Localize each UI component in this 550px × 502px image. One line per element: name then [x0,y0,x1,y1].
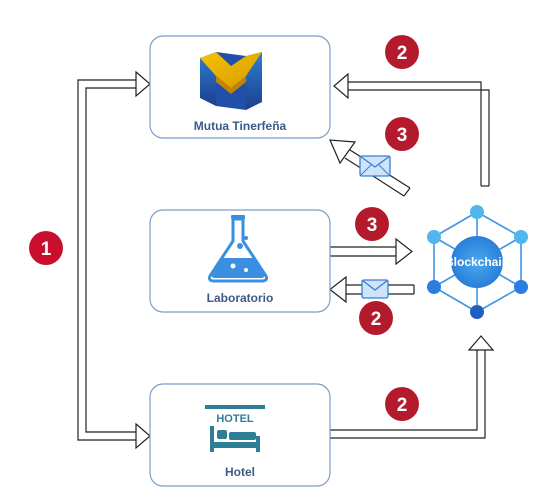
envelope-icon [359,155,391,177]
step-badge: 3 [385,117,419,151]
blockchain-node [514,280,528,294]
hotel-bed-icon: HOTEL [205,405,265,452]
step-badge: 2 [359,301,393,335]
envelope-icon [361,279,389,299]
node-hotel: HOTEL Hotel [149,383,331,487]
connector-lab-to-blockchain [329,237,413,266]
step-badge: 1 [29,231,63,265]
laboratorio-label: Laboratorio [207,291,274,305]
arrowhead-to-mutua [135,70,151,98]
arrowhead-diagonal-to-mutua [329,139,357,165]
blockchain-network-icon: Blockchain [427,205,528,319]
connector-hotel-to-blockchain [329,335,495,439]
node-laboratorio: Laboratorio [149,209,331,313]
svg-text:2: 2 [397,395,408,416]
svg-text:1: 1 [41,239,52,260]
blockchain-node [427,280,441,294]
step-badge: 3 [355,207,389,241]
svg-text:2: 2 [397,43,408,64]
blockchain-node [514,230,528,244]
blockchain-core [451,236,503,288]
mutua-logo-icon [200,52,262,110]
svg-text:3: 3 [367,215,378,236]
connector-left-vertical [77,70,151,450]
arrowhead-to-hotel [135,422,151,450]
hotel-label: Hotel [225,465,255,479]
blockchain-label: Blockchain [445,255,509,269]
step-badge: 2 [385,35,419,69]
mutua-label: Mutua Tinerfeña [194,119,287,133]
svg-text:2: 2 [371,309,382,330]
step-badge: 2 [385,387,419,421]
blockchain-node [427,230,441,244]
connector-blockchain-to-mutua-diagonal [329,139,411,197]
connector-blockchain-to-mutua [333,72,490,187]
arrowhead-to-lab [329,275,347,304]
arrowhead-to-mutua-right [333,72,349,100]
hotel-sign-text: HOTEL [216,413,254,425]
blockchain-node [470,205,484,219]
svg-text:3: 3 [397,125,408,146]
flask-icon [208,215,268,283]
arrowhead-to-blockchain-right [395,237,413,266]
arrowhead-to-blockchain-bottom [467,335,495,351]
node-mutua: Mutua Tinerfeña [149,35,331,139]
blockchain-node [470,305,484,319]
